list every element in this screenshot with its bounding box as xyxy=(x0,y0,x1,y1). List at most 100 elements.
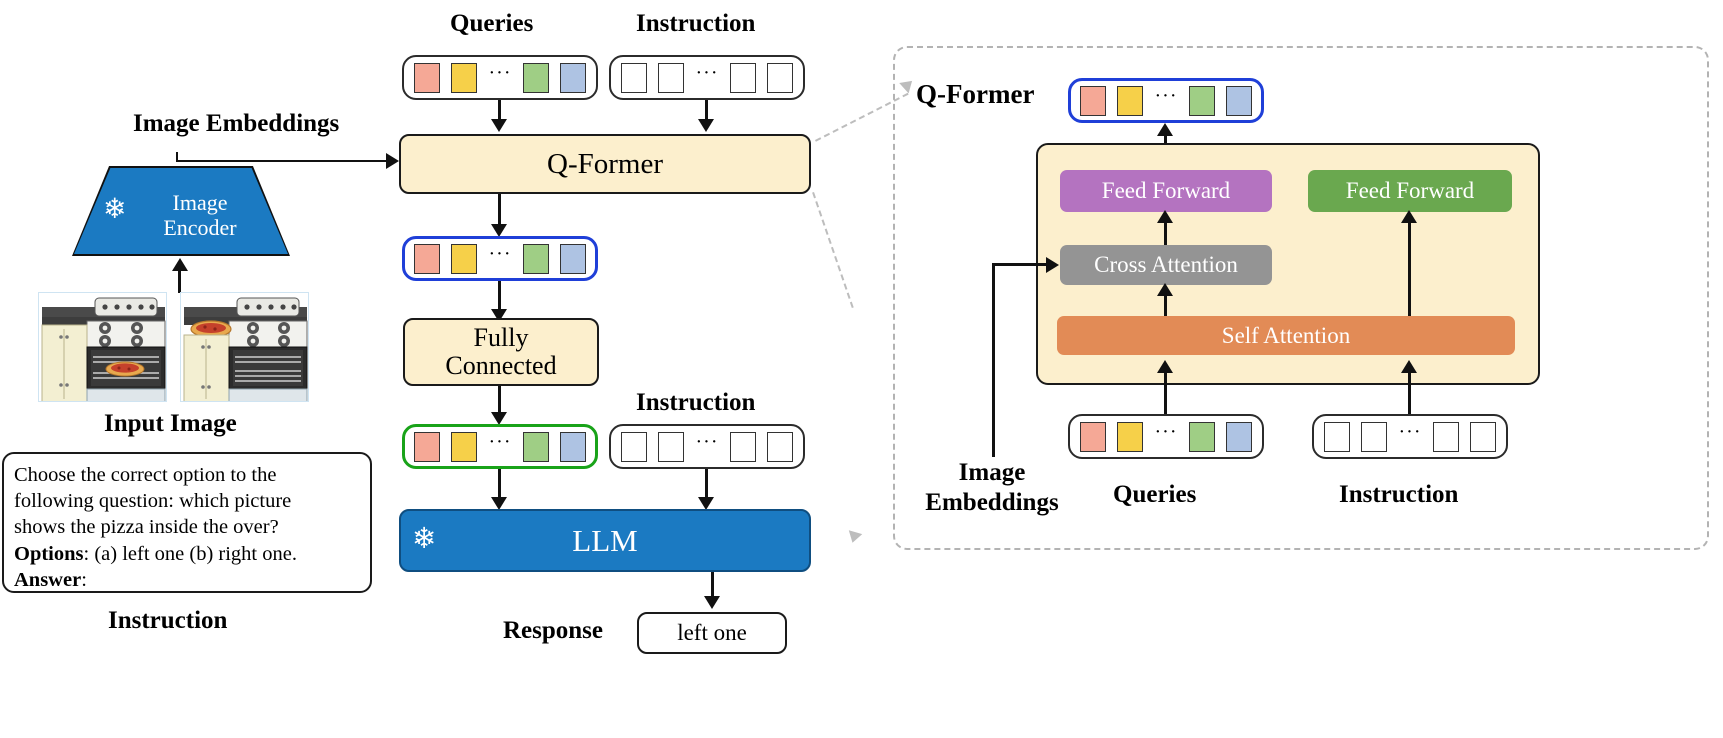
sa-to-ca-arrow xyxy=(1157,283,1173,296)
feed-forward-left-block[interactable]: Feed Forward xyxy=(1060,170,1272,212)
image-embeddings-label: Image Embeddings xyxy=(133,110,340,137)
queries-to-qformer-arrow xyxy=(491,119,507,132)
callout-line-bottom xyxy=(812,192,854,309)
instruction-options-line: Options: (a) left one (b) right one. xyxy=(14,541,360,567)
feed-forward-right-block[interactable]: Feed Forward xyxy=(1308,170,1512,212)
detail-output-ellipsis: ··· xyxy=(1154,84,1178,107)
detail-instruction-to-sa-line xyxy=(1408,370,1411,418)
tokens-to-llm-arrow xyxy=(491,497,507,510)
projected-token-strip[interactable]: ··· xyxy=(402,424,598,469)
fully-connected-label-line2: Connected xyxy=(445,351,557,380)
qformer-block[interactable]: Q-Former xyxy=(399,134,811,194)
instruction-label-mid-center: Instruction xyxy=(636,389,756,416)
image-encoder-label: Image Encoder xyxy=(140,190,260,240)
detail-instruction-label: Instruction xyxy=(1339,481,1459,508)
tokens-to-fc-line xyxy=(498,281,501,311)
detail-instruction-ellipsis: ··· xyxy=(1398,420,1422,443)
ca-to-ff-arrow xyxy=(1157,210,1173,223)
qformer-detail-panel xyxy=(893,46,1709,550)
detail-image-embeddings-line2: Embeddings xyxy=(925,488,1059,516)
fc-to-tokens-line xyxy=(498,386,501,414)
qformer-to-tokens-line xyxy=(498,194,501,226)
query-token-4 xyxy=(560,62,587,93)
detail-query-token-1 xyxy=(1079,421,1106,452)
snowflake-icon: ❄ xyxy=(103,194,127,225)
image-encoder-block[interactable] xyxy=(74,168,288,254)
instruction-ellipsis-top: ··· xyxy=(695,61,719,84)
instruction-token-1 xyxy=(620,62,647,93)
instruction-mid-token-2 xyxy=(657,431,684,462)
detail-query-token-2 xyxy=(1116,421,1143,452)
response-value-box[interactable]: left one xyxy=(637,612,787,654)
fc-to-tokens-arrow xyxy=(491,412,507,425)
instruction-token-strip-top[interactable]: ··· xyxy=(609,55,805,100)
detail-output-token-1 xyxy=(1079,85,1106,116)
detail-instruction-token-2 xyxy=(1360,421,1387,452)
sa-to-ca-line xyxy=(1164,288,1167,316)
detail-instruction-token-strip[interactable]: ··· xyxy=(1312,414,1508,459)
detail-output-token-3 xyxy=(1189,85,1216,116)
qformer-output-token-strip[interactable]: ··· xyxy=(402,236,598,281)
instruction-token-3 xyxy=(730,62,757,93)
instruction-caption-left: Instruction xyxy=(108,607,228,634)
instruction-answer-key: Answer xyxy=(14,568,82,591)
detail-queries-label: Queries xyxy=(1113,481,1197,508)
image-encoder-label-line1: Image xyxy=(172,190,228,215)
instruction-answer-value: : xyxy=(81,568,87,591)
detail-instruction-to-sa-arrow xyxy=(1401,360,1417,373)
detail-instruction-token-3 xyxy=(1433,421,1460,452)
input-image-right[interactable] xyxy=(180,292,309,402)
instruction-to-qformer-arrow xyxy=(698,119,714,132)
response-label: Response xyxy=(503,617,604,644)
queries-token-strip-top[interactable]: ··· xyxy=(402,55,598,100)
input-image-left[interactable] xyxy=(38,292,167,402)
detail-image-emb-hline xyxy=(992,263,1048,266)
callout-arrow-bottom xyxy=(845,530,863,545)
llm-block[interactable]: LLM xyxy=(399,509,811,572)
ca-to-ff-line xyxy=(1164,216,1167,245)
llm-label: LLM xyxy=(572,522,638,558)
instruction-token-strip-mid[interactable]: ··· xyxy=(609,424,805,469)
input-image-label: Input Image xyxy=(104,410,237,437)
qformer-label: Q-Former xyxy=(547,147,663,180)
detail-instruction-token-4 xyxy=(1470,421,1497,452)
instruction-options-key: Options xyxy=(14,542,84,565)
fully-connected-label-line1: Fully xyxy=(473,322,529,352)
qformer-detail-output-tokens[interactable]: ··· xyxy=(1068,78,1264,123)
instruction-line-3: shows the pizza inside the over? xyxy=(14,516,279,539)
output-token-1 xyxy=(413,243,440,274)
encoder-to-qformer-vline xyxy=(176,152,178,162)
instruction-answer-line: Answer: xyxy=(14,567,360,593)
cross-attention-block[interactable]: Cross Attention xyxy=(1060,245,1272,285)
detail-query-token-4 xyxy=(1226,421,1253,452)
qformer-detail-title: Q-Former xyxy=(916,79,1035,109)
ff-to-output-arrow xyxy=(1157,123,1173,136)
output-ellipsis: ··· xyxy=(488,242,512,265)
detail-output-token-4 xyxy=(1226,85,1253,116)
cross-attention-label: Cross Attention xyxy=(1094,252,1238,277)
instruction-to-llm-line xyxy=(705,469,708,499)
instruction-prompt-box[interactable]: Choose the correct option to the followi… xyxy=(2,452,372,593)
detail-queries-to-sa-line xyxy=(1164,370,1167,418)
output-token-4 xyxy=(560,243,587,274)
images-to-encoder-line xyxy=(178,268,181,293)
detail-image-embeddings-line1: Image xyxy=(958,459,1026,486)
projected-token-2 xyxy=(450,431,477,462)
instruction-token-4 xyxy=(767,62,794,93)
image-encoder-label-line2: Encoder xyxy=(163,214,237,240)
queries-ellipsis-top: ··· xyxy=(488,61,512,84)
detail-queries-ellipsis: ··· xyxy=(1154,420,1178,443)
tokens-to-llm-line xyxy=(498,469,501,499)
encoder-to-qformer-arrow xyxy=(386,153,399,169)
images-to-encoder-arrow xyxy=(172,258,188,271)
detail-queries-token-strip[interactable]: ··· xyxy=(1068,414,1264,459)
instruction-token-2 xyxy=(657,62,684,93)
instruction-options-value: : (a) left one (b) right one. xyxy=(83,542,297,565)
self-attention-block[interactable]: Self Attention xyxy=(1057,316,1515,355)
projected-ellipsis: ··· xyxy=(488,430,512,453)
fully-connected-block[interactable]: Fully Connected xyxy=(403,318,599,386)
projected-token-3 xyxy=(523,431,550,462)
sa-to-ffright-line xyxy=(1408,216,1411,316)
output-token-3 xyxy=(523,243,550,274)
instruction-label-top-center: Instruction xyxy=(636,10,756,37)
